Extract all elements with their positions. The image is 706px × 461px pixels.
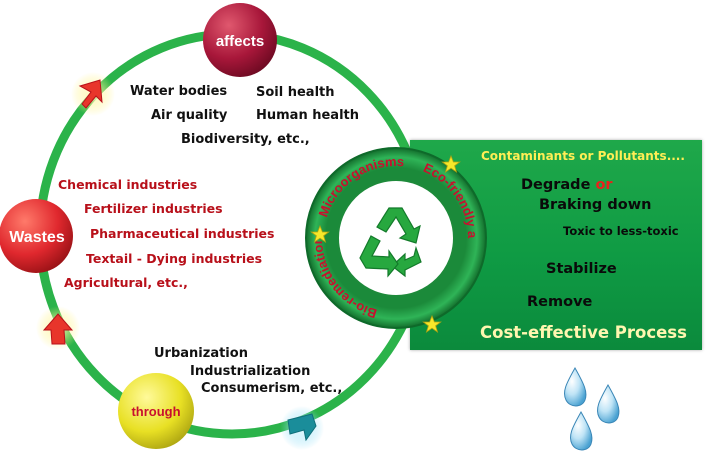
affects-item-soil: Soil health <box>256 85 335 100</box>
waste-source-textile: Textail - Dying industries <box>86 251 263 266</box>
waste-source-chemical: Chemical industries <box>58 177 198 192</box>
through-label: through <box>131 404 180 419</box>
ring-inner-disc <box>337 179 455 297</box>
star-icon <box>441 154 461 173</box>
through-item-industrialization: Industrialization <box>190 364 311 379</box>
arrow-up-icon <box>78 79 103 109</box>
arrow-right-icon <box>287 413 317 442</box>
panel-header: Contaminants or Pollutants.... <box>481 149 685 163</box>
panel-stabilize: Stabilize <box>546 261 617 277</box>
waste-source-agricultural: Agricultural, etc., <box>64 275 188 290</box>
wastes-label: Wastes <box>9 229 65 246</box>
star-icon <box>422 314 442 333</box>
arrow-up-icon <box>42 313 74 345</box>
water-drop-icon <box>596 383 620 424</box>
panel-toxic: Toxic to less-toxic <box>563 224 679 238</box>
panel-breaking: Braking down <box>539 197 652 213</box>
affects-item-human: Human health <box>256 108 360 123</box>
star-icon <box>310 224 330 243</box>
affects-item-water: Water bodies <box>130 84 228 99</box>
water-drop-icon <box>563 366 587 407</box>
panel-cost-effective: Cost-effective Process <box>480 323 687 342</box>
panel-or-word: or <box>595 177 613 193</box>
affects-item-biodiversity: Biodiversity, etc., <box>181 132 310 147</box>
through-item-urbanization: Urbanization <box>154 346 248 361</box>
through-item-consumerism: Consumerism, etc., <box>201 381 343 396</box>
water-drop-icon <box>569 410 593 451</box>
affects-item-air: Air quality <box>151 108 228 123</box>
affects-circle <box>203 3 277 77</box>
through-circle <box>118 373 194 449</box>
waste-source-pharmaceutical: Pharmaceutical industries <box>90 226 275 241</box>
panel-degrade-word: Degrade <box>521 177 591 193</box>
panel-remove: Remove <box>527 294 593 310</box>
wastes-circle <box>0 199 73 273</box>
affects-label: affects <box>216 33 264 50</box>
waste-source-fertilizer: Fertilizer industries <box>84 201 223 216</box>
recycle-icon <box>359 207 422 278</box>
panel-degrade: Degrade or <box>521 177 613 193</box>
